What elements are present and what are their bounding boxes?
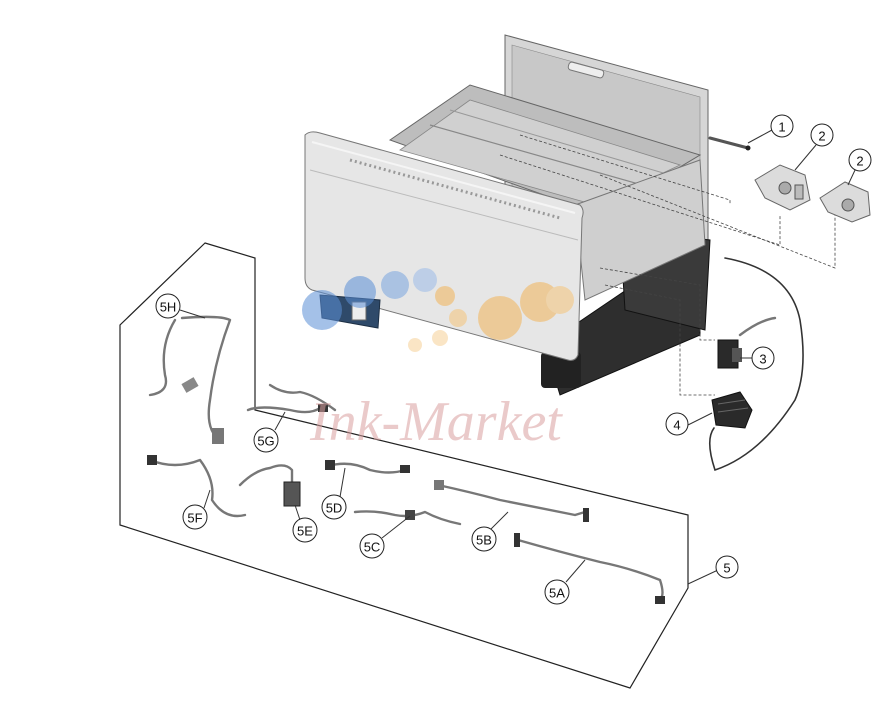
svg-text:2: 2 [856, 154, 863, 169]
svg-text:5G: 5G [257, 434, 274, 449]
harness-5G [246, 383, 337, 414]
leader-5E [294, 504, 301, 521]
leader-5B [489, 511, 509, 531]
callout-1: 1 [770, 114, 794, 138]
callout-3: 3 [751, 346, 775, 370]
svg-text:5D: 5D [326, 501, 343, 516]
leader-2a [794, 144, 817, 171]
callout-5: 5 [715, 555, 739, 579]
leader-1 [747, 129, 773, 144]
harness-group-outline [119, 242, 689, 689]
harness-5A [514, 533, 665, 604]
part-1-pin [708, 136, 751, 151]
callout-4: 4 [665, 412, 689, 436]
svg-text:5H: 5H [160, 300, 177, 315]
svg-text:5: 5 [723, 561, 730, 576]
callout-5E: 5E [292, 517, 318, 543]
leader-5F [203, 489, 211, 509]
leader-5 [687, 569, 719, 585]
svg-text:5B: 5B [476, 533, 492, 548]
leader-5D [339, 467, 346, 498]
leader-4 [687, 412, 713, 426]
part-4-board [711, 391, 753, 429]
watermark-text: Ink-Market [309, 391, 563, 453]
svg-text:5E: 5E [297, 524, 313, 539]
leader-5H [179, 309, 206, 319]
part-3-sensor [717, 316, 777, 369]
callout-5D: 5D [321, 494, 347, 520]
leader-5A [565, 559, 586, 583]
harness-5C [353, 510, 462, 526]
svg-text:5A: 5A [549, 586, 565, 601]
leader-dash-3 [599, 267, 715, 341]
svg-text:4: 4 [673, 418, 680, 433]
harness-5D [325, 460, 410, 474]
harness-5B [434, 480, 589, 522]
leader-5C [381, 515, 411, 539]
callout-5G: 5G [253, 427, 279, 453]
part-4-cable [708, 257, 804, 472]
harness-5H [148, 315, 232, 444]
leader-dash-2b [599, 174, 836, 269]
watermark-logo [302, 268, 574, 352]
svg-text:2: 2 [818, 129, 825, 144]
svg-text:5C: 5C [364, 540, 381, 555]
harness-5E [238, 464, 301, 507]
callout-5F: 5F [182, 504, 208, 530]
part-2-bracket-a [754, 164, 811, 211]
callout-2a: 2 [810, 123, 834, 147]
callout-5A: 5A [544, 579, 570, 605]
tray-assembly [304, 34, 711, 396]
harness-5F [147, 455, 247, 518]
callout-5C: 5C [359, 533, 385, 559]
svg-text:3: 3 [759, 352, 766, 367]
svg-text:1: 1 [778, 120, 785, 135]
callout-5H: 5H [155, 293, 181, 319]
part-2-bracket-b [819, 181, 871, 223]
callout-2b: 2 [848, 148, 872, 172]
svg-text:5F: 5F [187, 511, 202, 526]
leader-2b [847, 167, 857, 186]
leader-5G [274, 411, 286, 431]
callout-5B: 5B [471, 526, 497, 552]
